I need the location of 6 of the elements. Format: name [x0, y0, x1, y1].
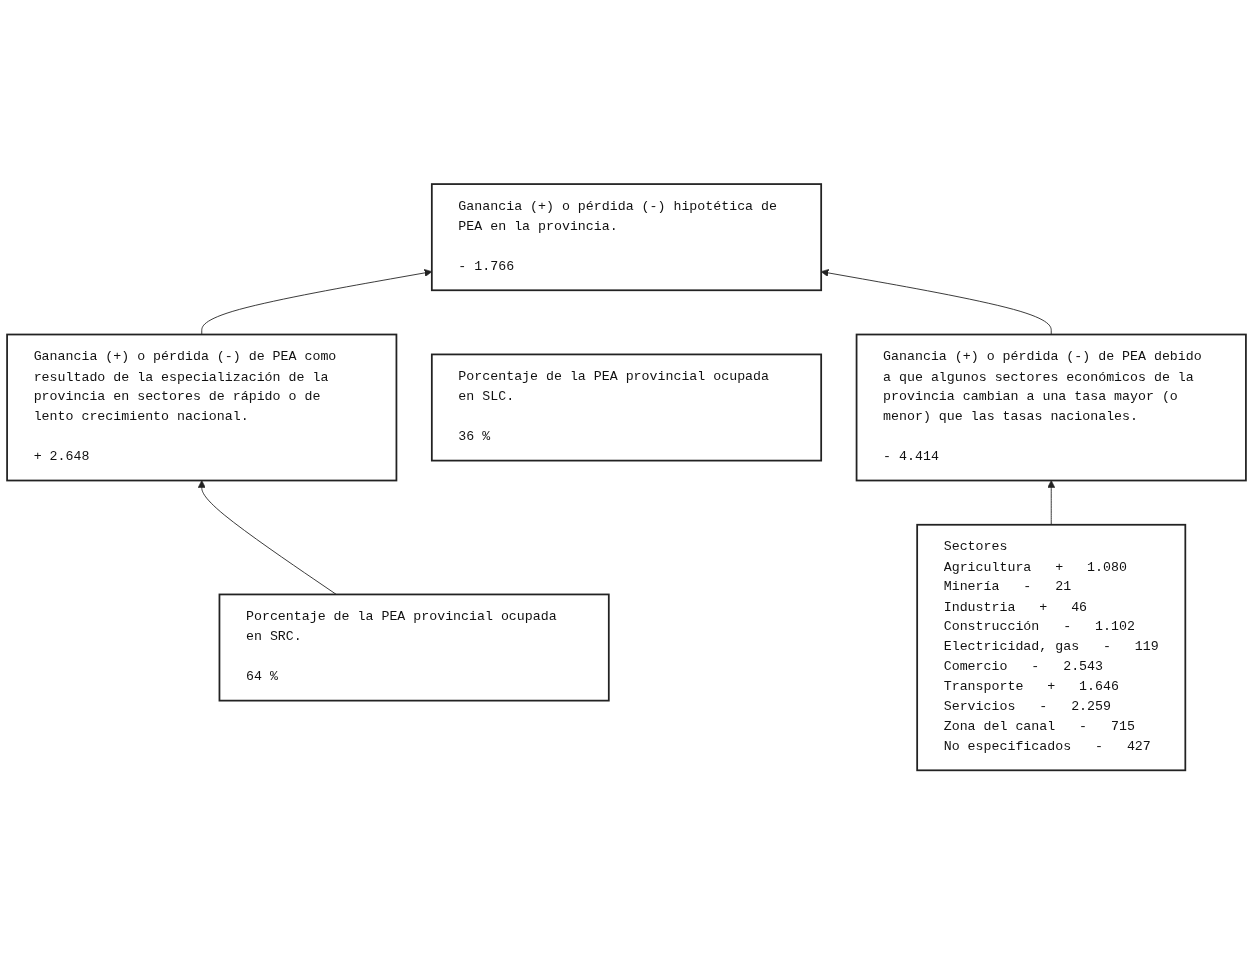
node-box: Porcentaje de la PEA provincial ocupada en SRC. 64 %: [218, 593, 610, 702]
node-box: Sectores Agricultura + 1.080 Minería - 21 Industria + 46 Construcción - 1.102 Electricidad, gas - 119 Comercio - 2.543 Transporte + 1.646 Servicios - 2.259 Zona del canal - 715 No especificados - 427: [916, 523, 1187, 771]
node-box: Ganancia (+) o pérdida (-) hipotética de PEA en la provincia. - 1.766: [430, 183, 823, 291]
node-box: Ganancia (+) o pérdida (-) de PEA como resultado de la especialización de la provincia en sectores de rápido o de lento crecimiento nacional. + 2.648: [6, 333, 398, 482]
node-box: Porcentaje de la PEA provincial ocupada en SLC. 36 %: [430, 353, 823, 462]
node-box: Ganancia (+) o pérdida (-) de PEA debido a que algunos sectores económicos de la provincia cambian a una tasa mayor (o menor) que las tasas nacionales. - 4.414: [855, 333, 1247, 482]
